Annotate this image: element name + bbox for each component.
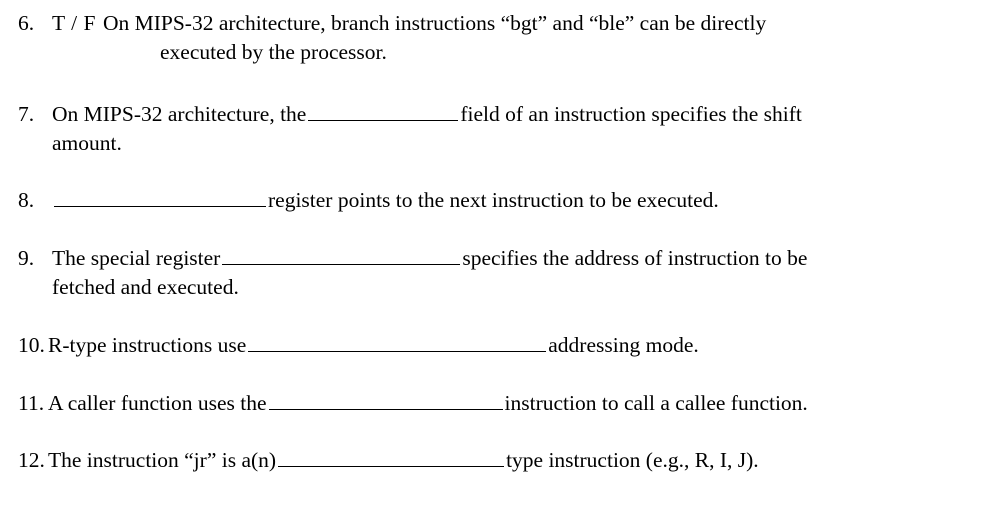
question-12-text-before-blank: The instruction “jr” is a(n) (48, 448, 277, 472)
question-10-line-1: R-type instructions use addressing mode. (48, 331, 1005, 360)
question-8-line-1: register points to the next instruction … (52, 186, 1005, 215)
question-body-8: register points to the next instruction … (0, 186, 1005, 215)
question-7-line-2: amount. (52, 130, 122, 155)
question-7-text-before-blank: On MIPS-32 architecture, the (52, 102, 307, 126)
question-number-6: 6. (18, 11, 35, 35)
question-9-text-after-blank: specifies the address of instruction to … (462, 246, 808, 270)
answer-blank-7[interactable] (308, 103, 459, 121)
question-number-7: 7. (18, 102, 35, 126)
question-number-12: 12. (18, 448, 45, 472)
question-item-11: 11. A caller function uses the instructio… (0, 389, 1005, 418)
question-7-text-after-blank: field of an instruction specifies the sh… (460, 102, 802, 126)
question-item-9: 9. The special register specifies the add… (0, 244, 1005, 301)
answer-blank-8[interactable] (54, 189, 266, 207)
question-8-text-after-blank: register points to the next instruction … (268, 188, 719, 212)
question-item-10: 10. R-type instructions use addressing mo… (0, 331, 1005, 360)
question-6-text-line-1: On MIPS-32 architecture, branch instruct… (102, 11, 767, 35)
question-item-12: 12. The instruction “jr” is a(n) type ins… (0, 446, 1005, 475)
question-body-10: R-type instructions use addressing mode. (0, 331, 1005, 360)
question-body-11: A caller function uses the instruction to… (0, 389, 1005, 418)
question-9-text-before-blank: The special register (52, 246, 221, 270)
question-10-text-before-blank: R-type instructions use (48, 333, 247, 357)
question-10-text-after-blank: addressing mode. (548, 333, 699, 357)
question-body-12: The instruction “jr” is a(n) type instruc… (0, 446, 1005, 475)
question-number-9: 9. (18, 246, 35, 270)
question-body-9: The special register specifies the addres… (0, 244, 1005, 301)
question-item-7: 7. On MIPS-32 architecture, the field of … (0, 100, 1005, 157)
question-9-line-1: The special register specifies the addres… (52, 244, 1005, 273)
question-6-line-2: executed by the processor. (160, 39, 387, 64)
true-false-marker-6[interactable]: T / F (52, 11, 96, 35)
question-12-text-after-blank: type instruction (e.g., R, I, J). (506, 448, 759, 472)
question-number-11: 11. (18, 391, 45, 415)
answer-blank-11[interactable] (268, 392, 503, 410)
question-item-8: 8. register points to the next instructi… (0, 186, 1005, 215)
question-11-line-1: A caller function uses the instruction to… (48, 389, 1005, 418)
question-7-line-1: On MIPS-32 architecture, the field of an … (52, 100, 1005, 129)
question-number-8: 8. (18, 188, 35, 212)
question-9-line-2: fetched and executed. (52, 274, 239, 299)
question-12-line-1: The instruction “jr” is a(n) type instruc… (48, 446, 1005, 475)
answer-blank-9[interactable] (222, 247, 461, 265)
answer-blank-10[interactable] (248, 334, 547, 352)
question-number-10: 10. (18, 333, 45, 357)
question-11-text-before-blank: A caller function uses the (48, 391, 267, 415)
answer-blank-12[interactable] (278, 449, 505, 467)
question-body-7: On MIPS-32 architecture, the field of an … (0, 100, 1005, 157)
question-11-text-after-blank: instruction to call a callee function. (504, 391, 808, 415)
